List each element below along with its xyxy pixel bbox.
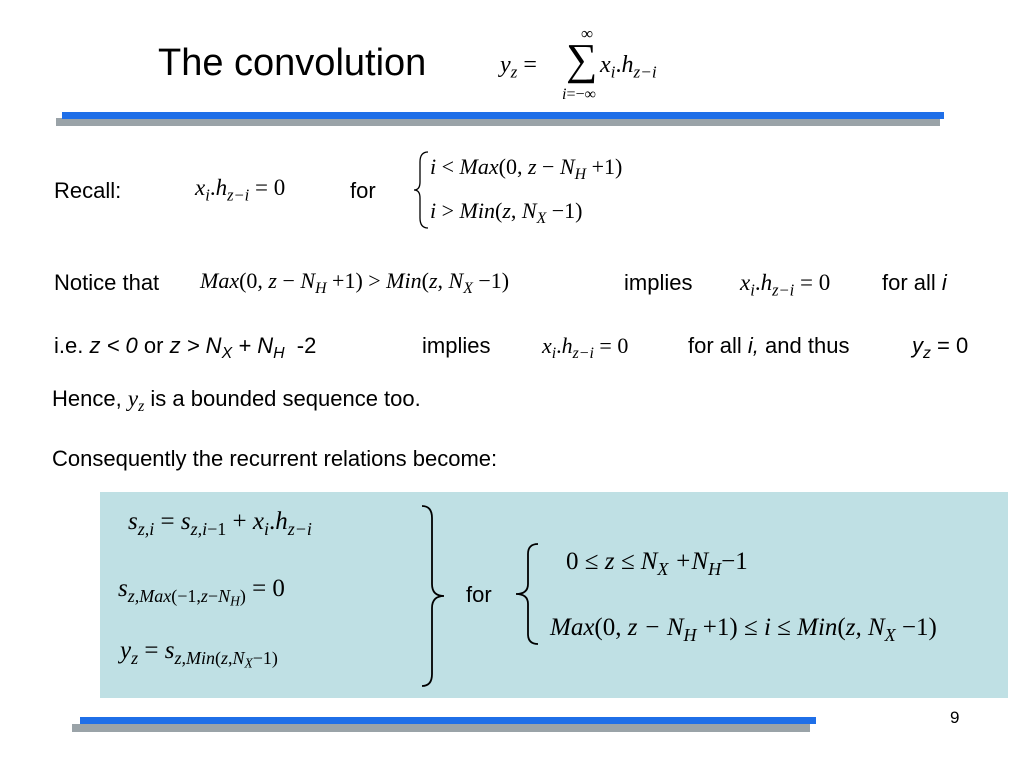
sum-upper-limit: ∞: [581, 24, 594, 43]
bottom-bar-shadow: [72, 724, 810, 732]
recall-condition-2: i > Min(z, NX −1): [430, 198, 583, 228]
left-brace: [515, 543, 539, 645]
convolution-formula: yz =: [500, 52, 537, 82]
range-condition-2: Max(0, z − NH +1) ≤ i ≤ Min(z, NX −1): [550, 614, 937, 645]
recall-brace: [413, 151, 429, 229]
slide-title: The convolution: [158, 42, 427, 84]
recurrence-eq-3: yz = sz,Min(z,NX−1): [120, 637, 278, 671]
sum-sign: ∑: [566, 35, 598, 84]
notice-formula: xi.hz−i = 0: [740, 270, 831, 300]
notice-condition: Max(0, z − NH +1) > Min(z, NX −1): [200, 268, 510, 298]
page-number: 9: [950, 708, 960, 727]
recurrence-box: [100, 492, 1008, 698]
range-condition-1: 0 ≤ z ≤ NX +NH−1: [566, 548, 748, 579]
notice-prefix: Notice that: [54, 270, 160, 295]
notice-implies: implies: [624, 270, 693, 295]
box-for: for: [466, 582, 492, 607]
right-brace: [421, 505, 445, 687]
bottom-bar: [80, 717, 816, 724]
notice-for-all: for all i: [882, 270, 947, 295]
ie-implies: implies: [422, 333, 491, 358]
top-bar: [62, 112, 944, 119]
recall-condition-1: i < Max(0, z − NH +1): [430, 154, 623, 184]
recurrence-eq-2: sz,Max(−1,z−NH) = 0: [118, 575, 285, 609]
recurrence-eq-1: sz,i = sz,i−1 + xi.hz−i: [128, 508, 312, 539]
recall-label: Recall:: [54, 178, 122, 203]
recall-for: for: [350, 178, 376, 203]
ie-formula: xi.hz−i = 0: [542, 333, 629, 363]
hence-line: Hence, yz is a bounded sequence too.: [52, 386, 421, 416]
consequently-line: Consequently the recurrent relations bec…: [52, 446, 498, 471]
sum-term: xi.hz−i: [600, 52, 657, 82]
ie-yz-equals: yz = 0: [912, 333, 969, 363]
ie-conclusion: for all i, and thus: [688, 333, 850, 358]
sum-lower-limit: i=−∞: [562, 86, 596, 103]
top-bar-shadow: [56, 118, 940, 126]
recall-formula: xi.hz−i = 0: [195, 175, 286, 205]
ie-line: i.e. z < 0 or z > NX + NH -2: [54, 333, 317, 363]
